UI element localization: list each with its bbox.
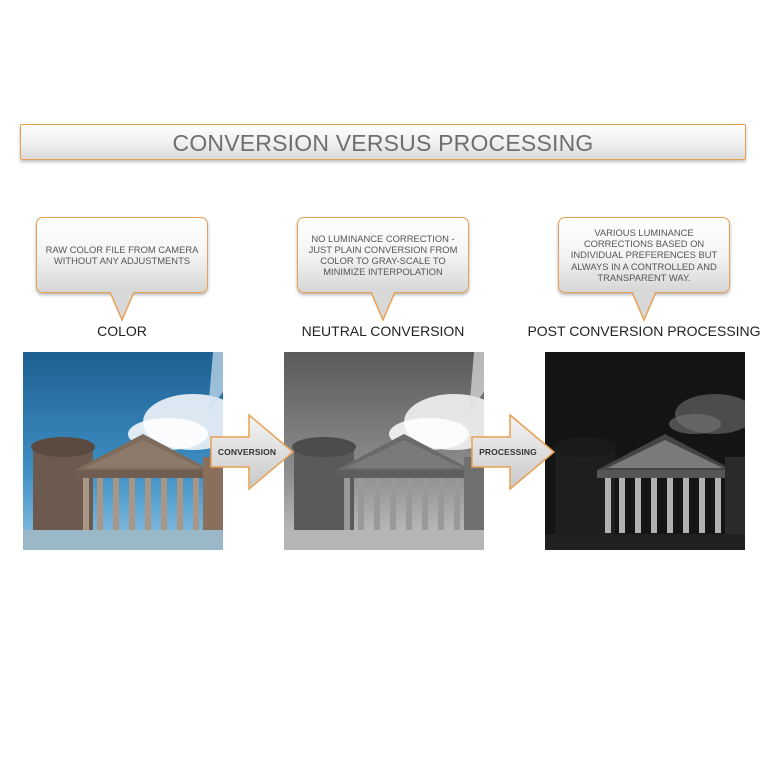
conversion-arrow-label: CONVERSION — [217, 447, 277, 457]
callout-processing-text: VARIOUS LUMINANCE CORRECTIONS BASED ON I… — [570, 226, 718, 283]
callout-neutral-pointer — [370, 290, 396, 322]
label-neutral: NEUTRAL CONVERSION — [301, 323, 465, 339]
callout-neutral: NO LUMINANCE CORRECTION - JUST PLAIN CON… — [297, 217, 469, 293]
callout-neutral-text: NO LUMINANCE CORRECTION - JUST PLAIN CON… — [308, 232, 458, 278]
label-color: COLOR — [97, 323, 147, 339]
callout-processing: VARIOUS LUMINANCE CORRECTIONS BASED ON I… — [558, 217, 730, 293]
photo-neutral — [284, 352, 484, 550]
callout-color: RAW COLOR FILE FROM CAMERA WITHOUT ANY A… — [36, 217, 208, 293]
callout-processing-pointer — [631, 290, 657, 322]
processing-arrow-label: PROCESSING — [479, 447, 537, 457]
conversion-arrow — [210, 413, 295, 491]
callout-color-text: RAW COLOR FILE FROM CAMERA WITHOUT ANY A… — [45, 243, 199, 266]
diagram-title: CONVERSION VERSUS PROCESSING — [20, 124, 746, 160]
callout-color-pointer — [109, 290, 135, 322]
processing-arrow — [471, 413, 556, 491]
photo-processed — [545, 352, 745, 550]
photo-color — [23, 352, 223, 550]
label-processing: POST CONVERSION PROCESSING — [527, 323, 761, 339]
